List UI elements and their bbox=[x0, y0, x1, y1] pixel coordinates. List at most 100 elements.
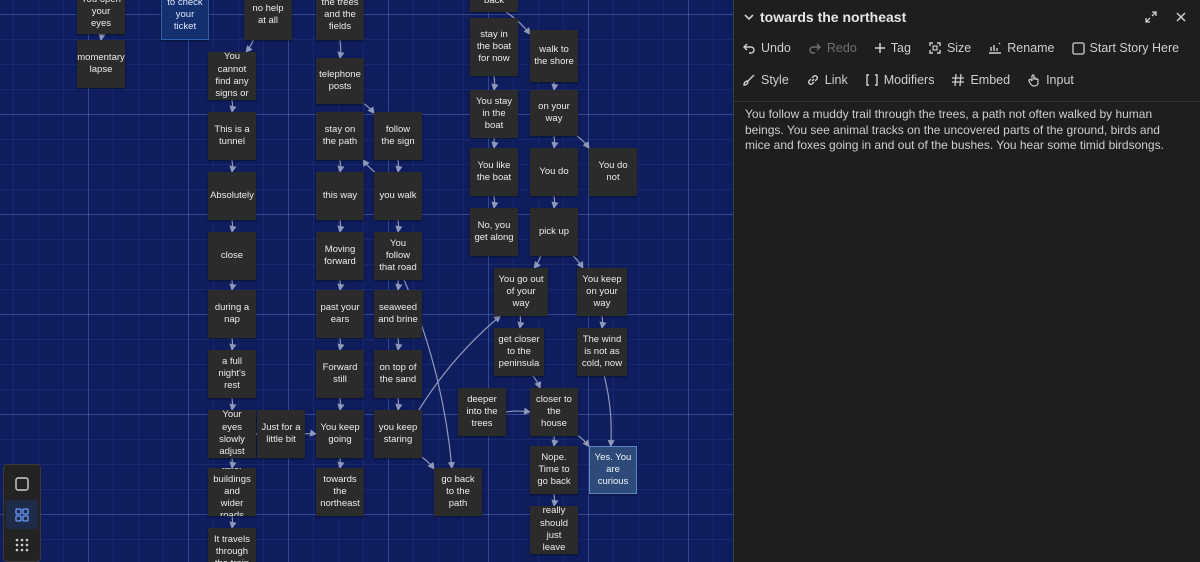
passage-card[interactable]: You go out of your way bbox=[494, 268, 548, 316]
embed-button[interactable]: Embed bbox=[951, 73, 1010, 87]
undo-button[interactable]: Undo bbox=[742, 41, 791, 55]
passage-card[interactable]: Your eyes slowly adjust bbox=[208, 410, 256, 458]
passage-card[interactable]: seaweed and brine bbox=[374, 290, 422, 338]
redo-button[interactable]: Redo bbox=[808, 41, 857, 55]
passage-card[interactable]: walk to the shore bbox=[530, 30, 578, 82]
size-icon bbox=[929, 42, 941, 54]
structure-view-button[interactable] bbox=[6, 499, 38, 530]
dialog-title: towards the northeast bbox=[760, 9, 907, 25]
modifiers-button[interactable]: Modifiers bbox=[865, 73, 935, 87]
passage-card[interactable]: taller buildings and wider roads bbox=[208, 468, 256, 516]
passage-card[interactable]: on top of the sand bbox=[374, 350, 422, 398]
titles-view-button[interactable] bbox=[6, 530, 38, 560]
passage-card[interactable]: You open your eyes bbox=[77, 0, 125, 34]
passage-card[interactable]: Nope. Time to go back bbox=[530, 446, 578, 494]
passage-card[interactable]: to check your ticket bbox=[161, 0, 209, 40]
link-icon bbox=[807, 75, 818, 85]
passage-card[interactable]: stay on the path bbox=[316, 112, 364, 160]
passage-title: Your eyes slowly adjust bbox=[219, 410, 245, 458]
passage-card[interactable]: closer to the house bbox=[530, 388, 578, 436]
collapse-chevron-icon[interactable] bbox=[740, 8, 758, 26]
close-icon[interactable] bbox=[1172, 8, 1190, 26]
redo-icon bbox=[809, 43, 821, 54]
passage-card[interactable]: get closer to the peninsula bbox=[494, 328, 544, 376]
passage-card[interactable]: a full night's rest bbox=[208, 350, 256, 398]
passage-card[interactable]: Just for a little bit bbox=[257, 410, 305, 458]
passage-text-editor[interactable]: You follow a muddy trail through the tre… bbox=[745, 107, 1164, 152]
passage-card[interactable]: You keep on your way bbox=[577, 268, 627, 316]
start-story-here-checkbox[interactable]: Start Story Here bbox=[1071, 41, 1179, 55]
passage-card[interactable]: towards the northeast bbox=[316, 468, 364, 516]
passage-link-arrow bbox=[576, 135, 590, 149]
passage-title: stay on the path bbox=[322, 123, 358, 147]
passage-view-button[interactable] bbox=[6, 469, 38, 499]
brush-icon bbox=[743, 74, 755, 86]
passage-card[interactable]: You stay in the boat bbox=[470, 90, 518, 138]
rename-button[interactable]: Rename bbox=[988, 41, 1055, 55]
passage-card[interactable]: You keep going bbox=[316, 410, 364, 458]
maximize-icon[interactable] bbox=[1142, 8, 1160, 26]
passage-card[interactable]: telephone posts bbox=[316, 58, 364, 104]
passage-title: Nope. Time to go back bbox=[537, 451, 571, 488]
passage-link-arrow bbox=[362, 159, 376, 173]
tag-button[interactable]: Tag bbox=[874, 41, 911, 55]
passage-card[interactable]: stay in the boat for now bbox=[470, 18, 518, 76]
passage-card[interactable]: this way bbox=[316, 172, 364, 220]
passage-card[interactable]: Moving forward bbox=[316, 232, 364, 280]
passage-card[interactable]: You follow that road bbox=[374, 232, 422, 280]
passage-title: You go out of your way bbox=[498, 273, 544, 310]
passage-card[interactable]: The wind is not as cold, now bbox=[577, 328, 627, 376]
passage-card[interactable]: on your way bbox=[530, 90, 578, 136]
passage-card[interactable]: You do bbox=[530, 148, 578, 196]
passage-card[interactable]: You cannot find any signs or bbox=[208, 52, 256, 100]
link-button[interactable]: Link bbox=[806, 73, 848, 87]
passage-card[interactable]: follow the sign bbox=[374, 112, 422, 160]
passage-card[interactable]: This is a tunnel bbox=[208, 112, 256, 160]
passage-card[interactable]: Yes. You are curious bbox=[589, 446, 637, 494]
passage-card[interactable]: you walk bbox=[374, 172, 422, 220]
passage-title: past your ears bbox=[320, 301, 360, 325]
passage-card[interactable]: you keep staring bbox=[374, 410, 422, 458]
passage-card[interactable]: You like the boat bbox=[470, 148, 518, 196]
input-button[interactable]: Input bbox=[1027, 73, 1074, 87]
passage-card[interactable]: close bbox=[208, 232, 256, 280]
passage-card[interactable]: no help at all bbox=[244, 0, 292, 40]
passage-link-arrow bbox=[337, 39, 345, 60]
passage-title: no help at all bbox=[252, 2, 284, 26]
size-label: Size bbox=[946, 41, 972, 55]
passage-title: The wind is not as cold, now bbox=[581, 333, 623, 370]
passage-edit-dialog: towards the northeast Undo Redo Tag Size… bbox=[733, 0, 1200, 562]
tag-label: Tag bbox=[890, 41, 911, 55]
passage-card[interactable]: Absolutely bbox=[208, 172, 256, 220]
story-map-canvas[interactable]: You open your eyes to check your ticket no… bbox=[0, 0, 735, 562]
passage-card[interactable]: No, you get along bbox=[470, 208, 518, 256]
passage-title: follow the sign bbox=[381, 123, 415, 147]
passage-title: You keep going bbox=[320, 421, 360, 445]
passage-card[interactable]: the trees and the fields bbox=[316, 0, 364, 40]
passage-card[interactable]: during a nap bbox=[208, 290, 256, 338]
passage-title: seaweed and brine bbox=[378, 301, 418, 325]
passage-card[interactable]: pick up bbox=[530, 208, 578, 256]
passage-card[interactable]: Forward still bbox=[316, 350, 364, 398]
passage-view-icon bbox=[15, 477, 29, 491]
structure-view-icon bbox=[15, 507, 29, 522]
brackets-icon bbox=[866, 74, 878, 86]
passage-title: Just for a little bit bbox=[261, 421, 301, 445]
toolbar-row-2: Style Link Modifiers Embed Input bbox=[742, 70, 1091, 90]
style-button[interactable]: Style bbox=[742, 73, 789, 87]
passage-card[interactable]: deeper into the trees bbox=[458, 388, 506, 436]
passage-title: during a nap bbox=[214, 301, 250, 325]
passage-card[interactable]: momentary lapse bbox=[77, 40, 125, 88]
size-button[interactable]: Size bbox=[928, 41, 971, 55]
passage-card[interactable]: really should just leave bbox=[530, 506, 578, 554]
embed-label: Embed bbox=[970, 73, 1011, 87]
passage-card[interactable]: back bbox=[470, 0, 518, 12]
titles-view-icon bbox=[15, 538, 29, 552]
passage-title: closer to the house bbox=[536, 393, 572, 430]
passage-card[interactable]: go back to the path bbox=[434, 468, 482, 516]
passage-card[interactable]: You do not bbox=[589, 148, 637, 196]
passage-card[interactable]: It travels through the train bbox=[208, 528, 256, 562]
style-label: Style bbox=[761, 73, 789, 87]
modifiers-label: Modifiers bbox=[883, 73, 935, 87]
passage-card[interactable]: past your ears bbox=[316, 290, 364, 338]
